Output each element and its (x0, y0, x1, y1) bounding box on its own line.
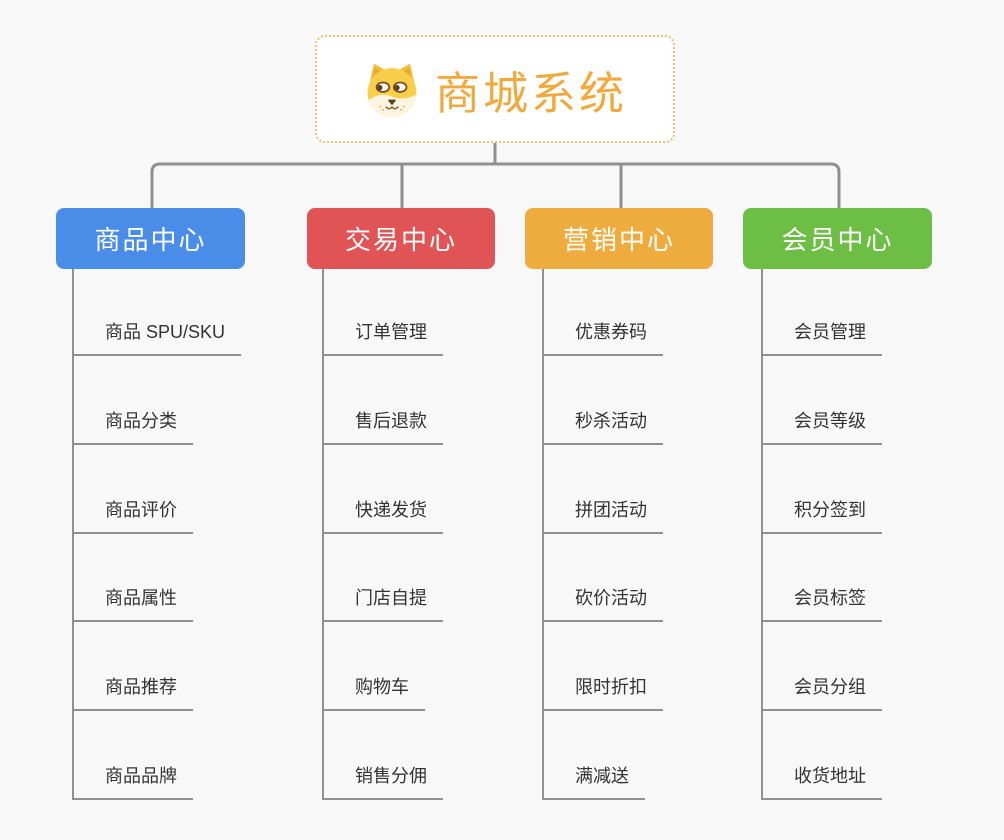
leaf-column-member-center: 会员管理 会员等级 积分签到 会员标签 会员分组 收货地址 (761, 269, 996, 800)
branch-node-trade-center[interactable]: 交易中心 (307, 208, 495, 269)
leaf-topic[interactable]: 会员分组 (761, 675, 882, 711)
leaf-topic[interactable]: 收货地址 (761, 764, 882, 800)
leaf-column-product-center: 商品 SPU/SKU 商品分类 商品评价 商品属性 商品推荐 商品品牌 (72, 269, 307, 800)
leaf-topic[interactable]: 会员等级 (761, 409, 882, 445)
branch-label: 商品中心 (94, 225, 207, 255)
leaf-topic[interactable]: 商品属性 (72, 586, 193, 622)
leaf-topic[interactable]: 优惠券码 (542, 320, 663, 356)
branch-node-product-center[interactable]: 商品中心 (56, 208, 245, 269)
branch-label: 营销中心 (562, 225, 675, 255)
leaf-topic[interactable]: 砍价活动 (542, 586, 663, 622)
leaf-topic[interactable]: 商品分类 (72, 409, 193, 445)
leaf-topic[interactable]: 满减送 (542, 764, 645, 800)
branch-node-member-center[interactable]: 会员中心 (743, 208, 932, 269)
leaf-column-trade-center: 订单管理 售后退款 快递发货 门店自提 购物车 销售分佣 (322, 269, 557, 800)
leaf-topic[interactable]: 销售分佣 (322, 764, 443, 800)
leaf-topic[interactable]: 商品品牌 (72, 764, 193, 800)
branch-node-marketing-center[interactable]: 营销中心 (525, 208, 713, 269)
leaf-topic[interactable]: 售后退款 (322, 409, 443, 445)
root-title: 商城系统 (434, 67, 627, 119)
leaf-topic[interactable]: 会员管理 (761, 320, 882, 356)
leaf-topic[interactable]: 积分签到 (761, 498, 882, 534)
leaf-topic[interactable]: 限时折扣 (542, 675, 663, 711)
leaf-topic[interactable]: 拼团活动 (542, 498, 663, 534)
leaf-topic[interactable]: 订单管理 (322, 320, 443, 356)
leaf-topic[interactable]: 会员标签 (761, 586, 882, 622)
leaf-topic[interactable]: 商品 SPU/SKU (72, 320, 242, 356)
leaf-topic[interactable]: 快递发货 (322, 498, 443, 534)
branch-rail-line (150, 162, 841, 209)
branch-label: 会员中心 (781, 225, 894, 255)
leaf-topic[interactable]: 商品评价 (72, 498, 193, 534)
leaf-column-marketing-center: 优惠券码 秒杀活动 拼团活动 砍价活动 限时折扣 满减送 (542, 269, 777, 800)
leaf-topic[interactable]: 门店自提 (322, 586, 443, 622)
leaf-topic[interactable]: 购物车 (322, 675, 425, 711)
shiba-dog-icon (363, 60, 421, 118)
leaf-topic[interactable]: 秒杀活动 (542, 409, 663, 445)
branch-label: 交易中心 (344, 225, 457, 255)
leaf-topic[interactable]: 商品推荐 (72, 675, 193, 711)
root-node[interactable]: 商城系统 (315, 35, 675, 143)
